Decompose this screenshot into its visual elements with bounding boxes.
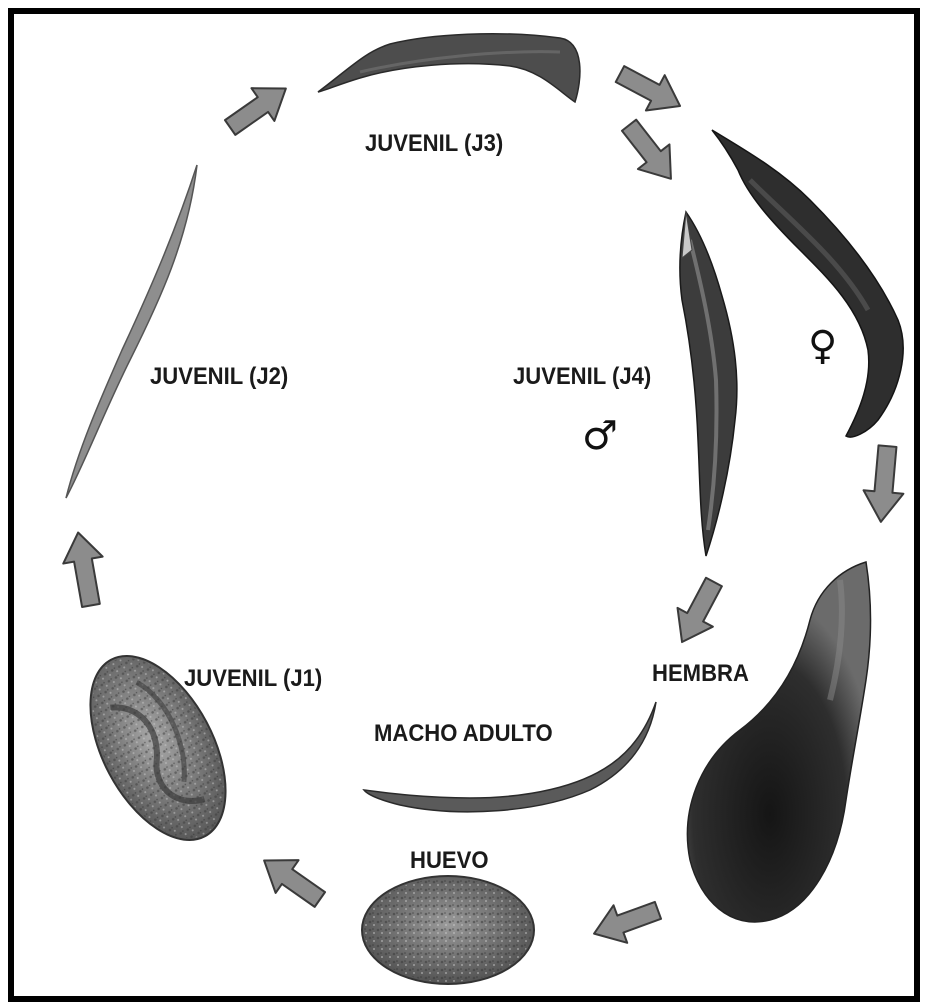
arrow-j4-to-macho [664, 573, 731, 652]
label-j3: JUVENIL (J3) [365, 130, 503, 158]
label-j4: JUVENIL (J4) [513, 363, 651, 391]
adult-male-worm [364, 702, 656, 812]
arrow-j3-to-j4 [613, 113, 686, 191]
j2-worm [66, 165, 197, 498]
label-macho-adulto: MACHO ADULTO [374, 720, 553, 748]
arrow-j1-to-j2 [58, 529, 110, 609]
arrow-j2-to-j3 [219, 72, 298, 144]
male-symbol: ♂ [582, 416, 618, 456]
label-hembra: HEMBRA [652, 660, 749, 688]
label-j1: JUVENIL (J1) [184, 665, 322, 693]
arrow-hembra-to-egg [587, 892, 665, 953]
label-huevo: HUEVO [410, 847, 489, 875]
j4-male-worm [680, 212, 737, 556]
arrow-female-to-hembra [861, 444, 907, 523]
j3-worm [318, 34, 580, 102]
female-symbol: ♀ [808, 326, 837, 366]
female-juvenile-worm [712, 130, 903, 437]
label-j2: JUVENIL (J2) [150, 363, 288, 391]
arrow-j3-to-female [611, 56, 690, 123]
arrow-egg-to-j1 [253, 844, 332, 916]
